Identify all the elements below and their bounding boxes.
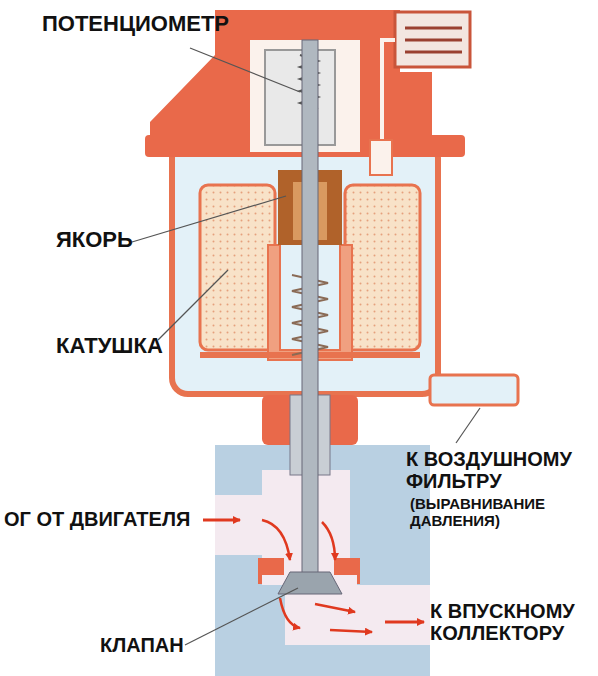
- port-label: К ВОЗДУШНОМУ ФИЛЬТРУ: [406, 448, 594, 492]
- port-label: К ВПУСКНОМУ КОЛЛЕКТОРУ: [430, 600, 594, 644]
- part-label: КЛАПАН: [100, 634, 210, 656]
- port-note: (ВЫРАВНИВАНИЕ ДАВЛЕНИЯ): [410, 496, 594, 529]
- part-label: ЯКОРЬ: [56, 228, 176, 252]
- part-label: КАТУШКА: [56, 334, 196, 358]
- part-label: ПОТЕНЦИОМЕТР: [42, 12, 272, 36]
- port-label: ОГ ОТ ДВИГАТЕЛЯ: [4, 508, 200, 530]
